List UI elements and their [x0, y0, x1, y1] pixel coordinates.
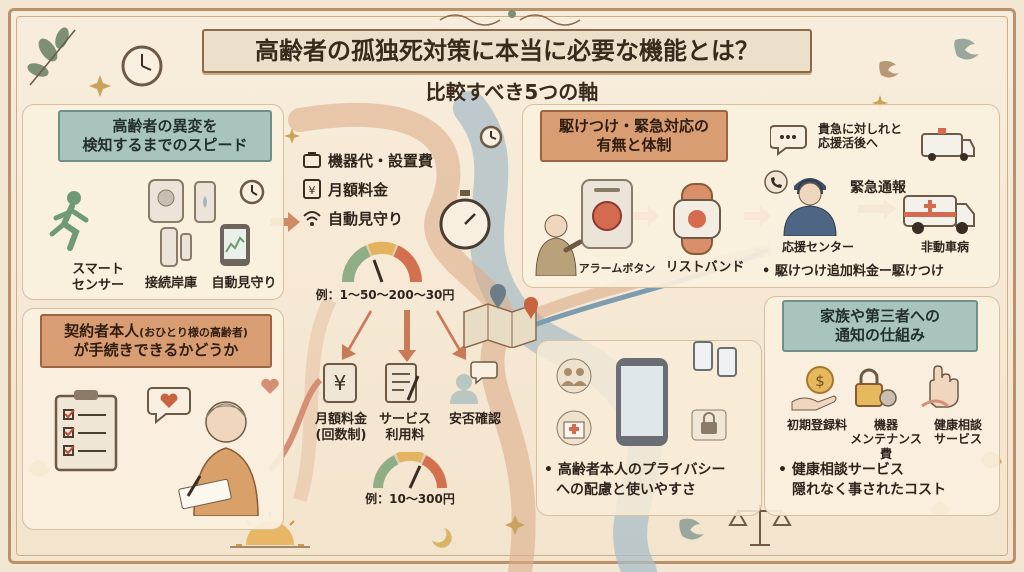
contract-heading: 契約者本人(おひとり様の高齢者) が手続きできるかどうか: [40, 314, 272, 368]
lock-icon: [855, 368, 897, 407]
fee-item-label: 月額料金 (回数制): [314, 412, 367, 443]
cost-range: 例：1〜50〜200〜30円: [315, 288, 455, 302]
road-path: [288, 102, 536, 572]
privacy-bullet-2: への配慮と使いやすさ: [556, 482, 696, 498]
arrow: [342, 310, 466, 362]
wristband-icon: [673, 183, 721, 255]
smartphone-icon: [616, 358, 668, 446]
family-icon: [556, 358, 592, 394]
family-bullet-2: 隠れなく事されたコスト: [792, 482, 946, 498]
alarm-label: アラームボタン: [578, 262, 656, 275]
ornament: [439, 10, 581, 26]
clock-icon: [479, 125, 503, 149]
star-icon: [89, 75, 888, 535]
moon-icon: [432, 528, 452, 548]
people-chat-icon: [450, 361, 498, 404]
ambulance-icon: [903, 195, 975, 234]
family-bullet-1: • 健康相談サービス: [778, 462, 904, 478]
heart-icon: [261, 378, 279, 394]
speech-heart-icon: [147, 387, 191, 424]
speed-item-label: 接続岸庫: [144, 276, 197, 291]
checklist-icon: [54, 390, 118, 472]
bird-icon: [679, 38, 979, 540]
hand-icon: [921, 365, 959, 408]
gauge-icon: [342, 241, 422, 283]
devices-icon: [693, 341, 737, 377]
cost-item: 自動見守り: [328, 210, 404, 228]
yen-card-icon: ¥: [303, 179, 321, 199]
wifi-icon: [303, 211, 321, 226]
fee-item-label: サービス 利用料: [378, 412, 431, 443]
ambulance-icon: [921, 128, 975, 161]
speed-heading: 高齢者の異変を 検知するまでのスピード: [58, 110, 272, 162]
clock-icon: [121, 45, 163, 87]
wallet-icon: [303, 152, 321, 168]
fee-item-label: 安否確認: [448, 412, 501, 427]
page-title: 高齢者の孤独死対策に本当に必要な機能とは？: [202, 29, 812, 73]
svg-text:¥: ¥: [309, 184, 316, 197]
center-label: 応援センター: [781, 240, 854, 254]
lock-icon: [691, 409, 727, 441]
speech-bubble-icon: [770, 125, 807, 156]
family-heading: 家族や第三者への 通知の仕組み: [782, 300, 978, 352]
family-item-label: 機器 メンテナンス費: [850, 418, 922, 461]
phone-icon: [764, 170, 788, 194]
cost-item: 機器代・設置費: [328, 152, 434, 170]
rush-note: 貴急に対しれと 応援活後へ: [818, 122, 903, 151]
privacy-bullet-1: • 高齢者本人のプライバシー: [544, 462, 726, 478]
wristband-label: リストバンド: [665, 260, 745, 275]
svg-text:$: $: [815, 372, 825, 390]
elderly-woman-icon: [178, 401, 259, 516]
speed-item-label: スマート センサー: [71, 262, 124, 293]
stopwatch-icon: [439, 190, 491, 250]
phone-icon: [220, 224, 250, 266]
svg-text:¥: ¥: [334, 371, 347, 395]
speed-item-label: 自動見守り: [211, 276, 277, 291]
page-subtitle: 比較すべき5つの軸: [425, 80, 599, 104]
clipboard-icon: [385, 363, 420, 403]
cost-item: 月額料金: [328, 181, 389, 199]
hospital-icon: [556, 410, 592, 446]
clock-icon: [239, 179, 265, 205]
coin-hand-icon: $: [791, 366, 837, 411]
family-item-label: 初期登録料: [786, 418, 847, 432]
operator-icon: [783, 178, 837, 236]
person-pressing-icon: [535, 214, 582, 276]
emergency-label: 緊急通報: [850, 180, 906, 196]
rush-bullet: • 駆けつけ追加料金ー駆けつけ: [762, 264, 944, 279]
gauge-icon: [373, 452, 447, 489]
family-item-label: 健康相談 サービス: [933, 418, 982, 447]
ambulance-label: 非動車病: [920, 240, 969, 254]
sensor-icon: [148, 179, 216, 223]
alarm-button-icon: [581, 179, 633, 249]
fee-range: 例：10〜300円: [365, 492, 455, 506]
sensor-icon: [160, 227, 192, 267]
leaf-icon: [27, 27, 76, 86]
yen-card-icon: ¥: [323, 363, 357, 403]
runner-icon: [49, 191, 89, 251]
rush-heading: 駆けつけ・緊急対応の 有無と体制: [540, 110, 728, 162]
map-icon: [463, 284, 538, 348]
